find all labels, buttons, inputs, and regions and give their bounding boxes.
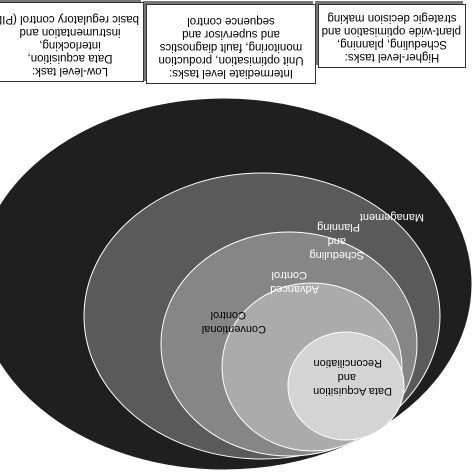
- low-level-tasks-heading: Low-level task:: [31, 65, 109, 77]
- intermediate-level-tasks-line: and supervisor and: [182, 28, 280, 40]
- conventional-control-label: Conventional Control: [199, 309, 266, 335]
- scheduling-label: Scheduling and Planning: [307, 221, 365, 261]
- intermediate-level-tasks-box: Intermediate level tasks: Unit optimisat…: [146, 4, 316, 84]
- low-level-tasks-line: instrumentation and: [19, 26, 121, 38]
- higher-level-tasks-heading: Higher-level tasks:: [344, 51, 440, 63]
- data-acquisition-label: Data Acquisition and Reconciliation: [310, 357, 392, 397]
- higher-level-tasks-line: strategic decision making: [327, 12, 457, 24]
- intermediate-level-tasks-line: Unit optimisation, production: [158, 54, 304, 66]
- intermediate-level-tasks-line: monitoring, fault diagnostics: [159, 41, 303, 53]
- low-level-tasks-box: Low-level task: Data acquisition, interl…: [0, 2, 144, 82]
- management-label: Management: [360, 211, 424, 223]
- layer-data-acquisition-ellipse: [287, 331, 405, 441]
- low-level-tasks-line: interlocking,: [39, 39, 101, 51]
- higher-level-tasks-box: Higher-level tasks: Scheduling, planning…: [318, 4, 466, 68]
- intermediate-level-tasks-line: sequence control: [187, 15, 275, 27]
- low-level-tasks-line: Data acquisition,: [27, 52, 113, 64]
- higher-level-tasks-line: plant-wide optimisation and: [321, 25, 461, 37]
- higher-level-tasks-line: Scheduling, planning,: [337, 38, 447, 50]
- advanced-control-label: Advanced Control: [267, 269, 319, 295]
- intermediate-level-tasks-heading: Intermediate level tasks:: [169, 67, 294, 79]
- low-level-tasks-line: basic regulatory control (PID): [0, 13, 139, 25]
